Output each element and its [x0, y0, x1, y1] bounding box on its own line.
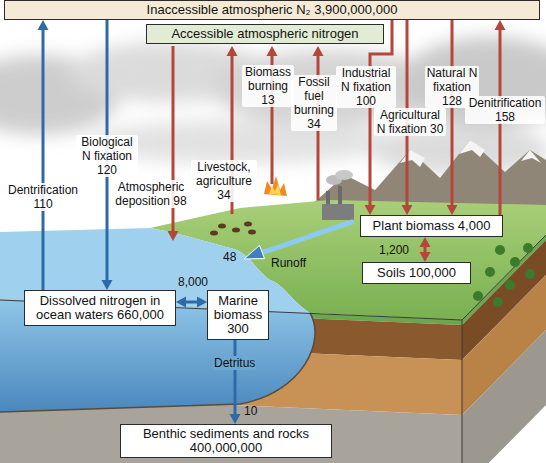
- arrow-head: [176, 297, 186, 308]
- flux-arrow-line: [42, 28, 45, 290]
- flux-connector: [420, 237, 431, 262]
- trees: [485, 267, 495, 277]
- flux-connector: [176, 297, 207, 308]
- arrow-head: [420, 252, 431, 262]
- runoff-label: Runoff: [270, 256, 307, 270]
- pool-box: Marine biomass 300: [207, 290, 269, 340]
- mountains: [521, 150, 541, 163]
- side-cross-section: [0, 235, 546, 463]
- flux-arrows: [227, 46, 238, 56]
- flux-label: Agricultural N fixation 30: [374, 108, 446, 136]
- trees: [473, 243, 535, 307]
- livestock: [232, 228, 240, 233]
- runoff-river: [244, 222, 352, 259]
- livestock: [210, 231, 218, 236]
- livestock: [248, 230, 256, 235]
- flux-arrow-line: [184, 301, 199, 304]
- trees: [523, 243, 533, 253]
- flux-label: Atmospheric deposition 98: [111, 180, 191, 208]
- atmosphere-box: Accessible atmospheric nitrogen: [146, 24, 384, 44]
- livestock: [210, 222, 256, 236]
- fire: [264, 176, 287, 196]
- side-cross-section: [0, 235, 546, 463]
- flux-label: Fossil fuel burning 34: [291, 75, 337, 131]
- livestock: [218, 224, 226, 229]
- livestock: [244, 222, 252, 227]
- flux-value: 48: [222, 250, 237, 264]
- flux-label: Livestock, agriculture 34: [191, 160, 257, 202]
- factory: [326, 191, 330, 205]
- flux-arrows: [313, 46, 324, 56]
- arrow-head: [102, 280, 113, 290]
- node-text: Plant biomass 4,000: [366, 219, 497, 233]
- flux-arrows: [267, 46, 278, 56]
- pool-box: Dissolved nitrogen in ocean waters 660,0…: [24, 290, 176, 326]
- trees: [505, 280, 515, 290]
- arrow-head: [402, 205, 413, 215]
- flux-label: 8,000: [177, 275, 209, 289]
- trees: [473, 291, 483, 301]
- trees: [510, 257, 520, 267]
- flux-connector: [447, 20, 458, 215]
- flux-label: Dentrification 110: [0, 183, 87, 211]
- flux-label: Industrial N fixation 100: [336, 66, 396, 108]
- pool-box: Benthic sediments and rocks 400,000,000: [120, 424, 332, 458]
- arrow-head: [230, 414, 241, 424]
- node-text: Soils 100,000: [368, 266, 465, 280]
- fire: [264, 176, 287, 196]
- trees: [493, 297, 503, 307]
- arrow-head: [38, 20, 49, 30]
- flux-value: 10: [243, 404, 258, 418]
- flux-label: Biological N fixation 120: [76, 135, 138, 177]
- runoff-river: [263, 222, 352, 252]
- node-text: Benthic sediments and rocks 400,000,000: [126, 427, 326, 455]
- flux-label: Biomass burning 13: [242, 65, 294, 107]
- pool-box: Plant biomass 4,000: [360, 215, 503, 237]
- factory: [322, 170, 354, 220]
- node-text: Accessible atmospheric nitrogen: [152, 27, 378, 41]
- flux-connector: [230, 340, 241, 424]
- factory: [338, 186, 342, 205]
- flux-connector: [38, 20, 49, 290]
- node-text: Inaccessible atmospheric N₂ 3,900,000,00…: [11, 3, 533, 17]
- fire: [269, 184, 281, 195]
- trees: [525, 269, 535, 279]
- node-text: Dissolved nitrogen in ocean waters 660,0…: [30, 294, 170, 322]
- pool-box: Soils 100,000: [362, 262, 471, 284]
- flux-arrow-line: [451, 20, 454, 207]
- factory: [335, 170, 353, 180]
- mountains: [459, 140, 485, 157]
- arrow-head: [495, 20, 506, 30]
- flux-arrow-line: [234, 340, 237, 416]
- flux-label: Detritus: [213, 356, 256, 370]
- arrow-head: [447, 205, 458, 215]
- arrow-head: [420, 237, 431, 247]
- runoff-river: [244, 246, 265, 260]
- factory: [322, 204, 354, 220]
- arrow-head: [365, 205, 376, 215]
- node-text: Marine biomass 300: [213, 294, 263, 336]
- side-cross-section: [462, 330, 546, 463]
- trees: [495, 245, 505, 255]
- flux-arrows: [168, 231, 179, 241]
- atmosphere-band: Inaccessible atmospheric N₂ 3,900,000,00…: [4, 0, 540, 20]
- arrow-head: [197, 297, 207, 308]
- mountains: [400, 150, 425, 167]
- flux-label: 1,200: [378, 243, 410, 257]
- flux-label: Denitrification 158: [465, 96, 545, 124]
